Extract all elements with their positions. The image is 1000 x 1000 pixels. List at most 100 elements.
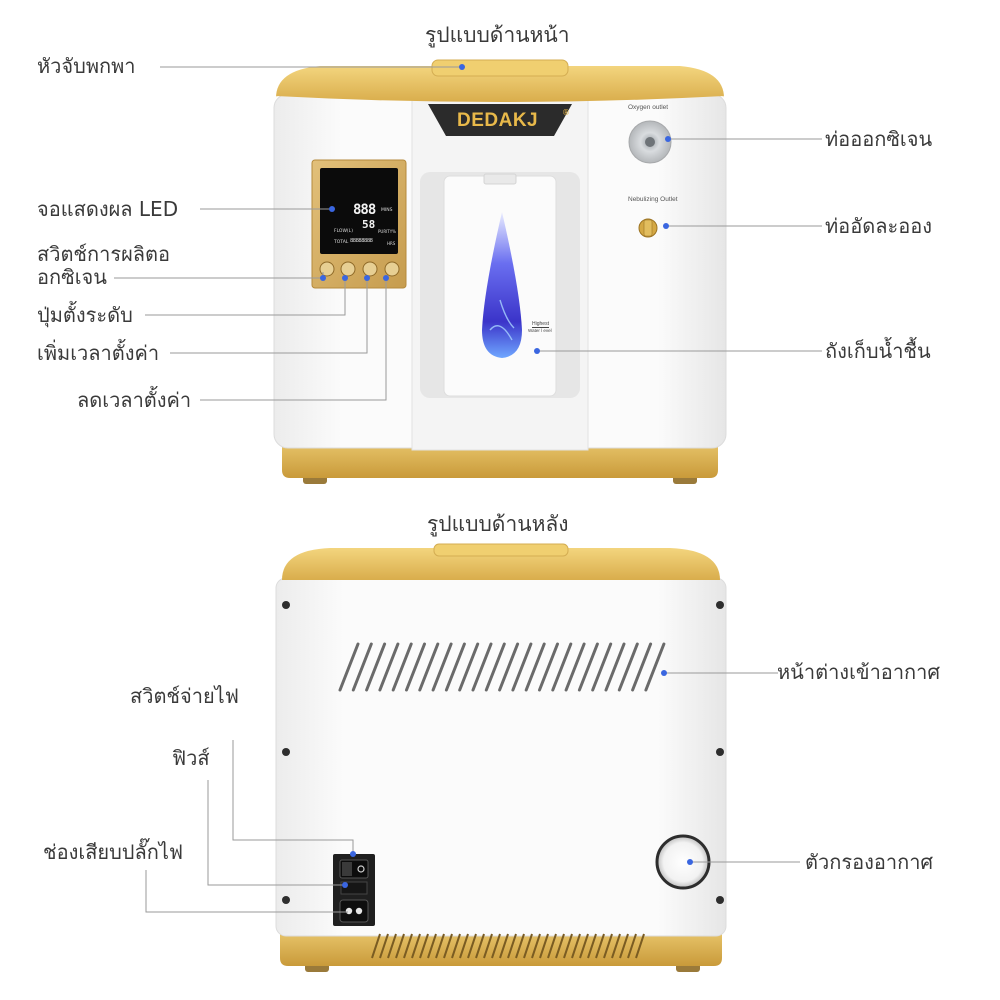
display-total-digits: 88888888 (350, 238, 373, 244)
base-slat (507, 933, 517, 959)
base-slat (523, 933, 533, 959)
brand-logo: DEDAKJ (457, 110, 539, 131)
base-slat (419, 933, 429, 959)
power-button[interactable] (319, 261, 335, 277)
display-purity-digits: 58 (362, 218, 376, 231)
display-hrs-unit: HRS (387, 241, 396, 246)
base-slat (635, 933, 645, 959)
base-slat (387, 933, 397, 959)
display-purity-unit: PURITY% (378, 229, 396, 234)
base-slat (563, 933, 573, 959)
base-slat (579, 933, 589, 959)
display-timer-digits: 888 (353, 202, 376, 218)
base-slat (443, 933, 453, 959)
label-air-filter: ตัวกรองอากาศ (805, 850, 934, 874)
display-flow-unit: FLOW(L) (334, 229, 353, 234)
base-slat (595, 933, 605, 959)
base-slat (611, 933, 621, 959)
base-slat (403, 933, 413, 959)
vent-slat (617, 642, 639, 692)
power-socket[interactable] (339, 899, 369, 923)
vent-slat (391, 642, 413, 692)
vent-slat (471, 642, 493, 692)
vent-slat (644, 642, 666, 692)
led-display (320, 168, 398, 254)
vent-slat (405, 642, 426, 692)
base-slat (587, 933, 597, 959)
vent-slat (551, 642, 573, 692)
vent-slat (418, 642, 440, 692)
base-vent-slats (371, 933, 645, 959)
label-oxygen-switch-line2: อกซิเจน (37, 265, 107, 289)
display-mins-unit: MINS (381, 208, 393, 213)
vent-slat (365, 642, 387, 692)
handle (431, 59, 569, 77)
water-level-caption: Highest (532, 321, 549, 328)
base-slat (531, 933, 541, 959)
vent-slat (484, 642, 506, 692)
vent-slat (524, 642, 546, 692)
label-nebulizer-outlet: ท่ออัดละออง (825, 214, 932, 238)
lid (276, 66, 724, 102)
front-device (273, 59, 727, 484)
label-power-switch: สวิตช์จ่ายไฟ (130, 684, 239, 708)
back-lid (282, 548, 720, 580)
base-slat (539, 933, 549, 959)
base-slat (427, 933, 437, 959)
label-oxygen-switch-line1: สวิตช์การผลิตอ (37, 242, 171, 266)
base-slat (467, 933, 477, 959)
handle (433, 543, 569, 557)
display-total-label: TOTAL (334, 240, 349, 245)
label-air-inlet: หน้าต่างเข้าอากาศ (777, 660, 941, 684)
base-slat (555, 933, 565, 959)
front-view-title: รูปแบบด้านหน้า (425, 23, 570, 47)
label-time-up: เพิ่มเวลาตั้งค่า (37, 341, 160, 365)
label-fuse: ฟิวส์ (172, 746, 210, 770)
base-slat (603, 933, 613, 959)
vent-slat (431, 642, 453, 692)
nebulizing-outlet-caption: Nebulizing Outlet (628, 196, 678, 203)
base-slat (483, 933, 493, 959)
back-view-title: รูปแบบด้านหลัง (427, 512, 569, 536)
base-slat (515, 933, 525, 959)
base-slat (395, 933, 405, 959)
level-button[interactable] (340, 261, 356, 277)
base-slat (451, 933, 461, 959)
vent-slat (538, 642, 559, 692)
vent-slat (498, 642, 520, 692)
vent-slat (591, 642, 613, 692)
vent-slat (378, 642, 400, 692)
label-humidifier-bottle: ถังเก็บน้ำชื้น (825, 339, 931, 363)
base-slat (371, 933, 381, 959)
base-slat (499, 933, 509, 959)
vent-slat (338, 642, 360, 692)
vent-slat (631, 642, 653, 692)
vent-slat (444, 642, 466, 692)
base-slat (459, 933, 469, 959)
label-power-socket: ช่องเสียบปลั๊กไฟ (43, 840, 184, 864)
water-drop-window (482, 212, 522, 358)
label-time-down: ลดเวลาตั้งค่า (77, 388, 192, 412)
water-level-caption-2: Water l evel (528, 328, 552, 333)
vent-slat (577, 642, 599, 692)
base-slat (475, 933, 485, 959)
base (282, 440, 718, 478)
base-slat (491, 933, 501, 959)
base-slat (571, 933, 581, 959)
air-inlet-vents (338, 642, 666, 692)
vent-slat (564, 642, 586, 692)
label-level-button: ปุ่มตั้งระดับ (37, 303, 133, 327)
base-slat (619, 933, 629, 959)
time-up-button[interactable] (362, 261, 378, 277)
base-slat (547, 933, 557, 959)
base-slat (411, 933, 421, 959)
base-slat (627, 933, 637, 959)
oxygen-outlet-caption: Oxygen outlet (628, 104, 669, 111)
time-down-button[interactable] (384, 261, 400, 277)
label-carry-handle: หัวจับพกพา (37, 54, 136, 78)
bottle-cap (483, 173, 517, 185)
leader-dots (320, 64, 693, 888)
vent-slat (511, 642, 533, 692)
brand-registered-mark: ® (562, 108, 570, 117)
